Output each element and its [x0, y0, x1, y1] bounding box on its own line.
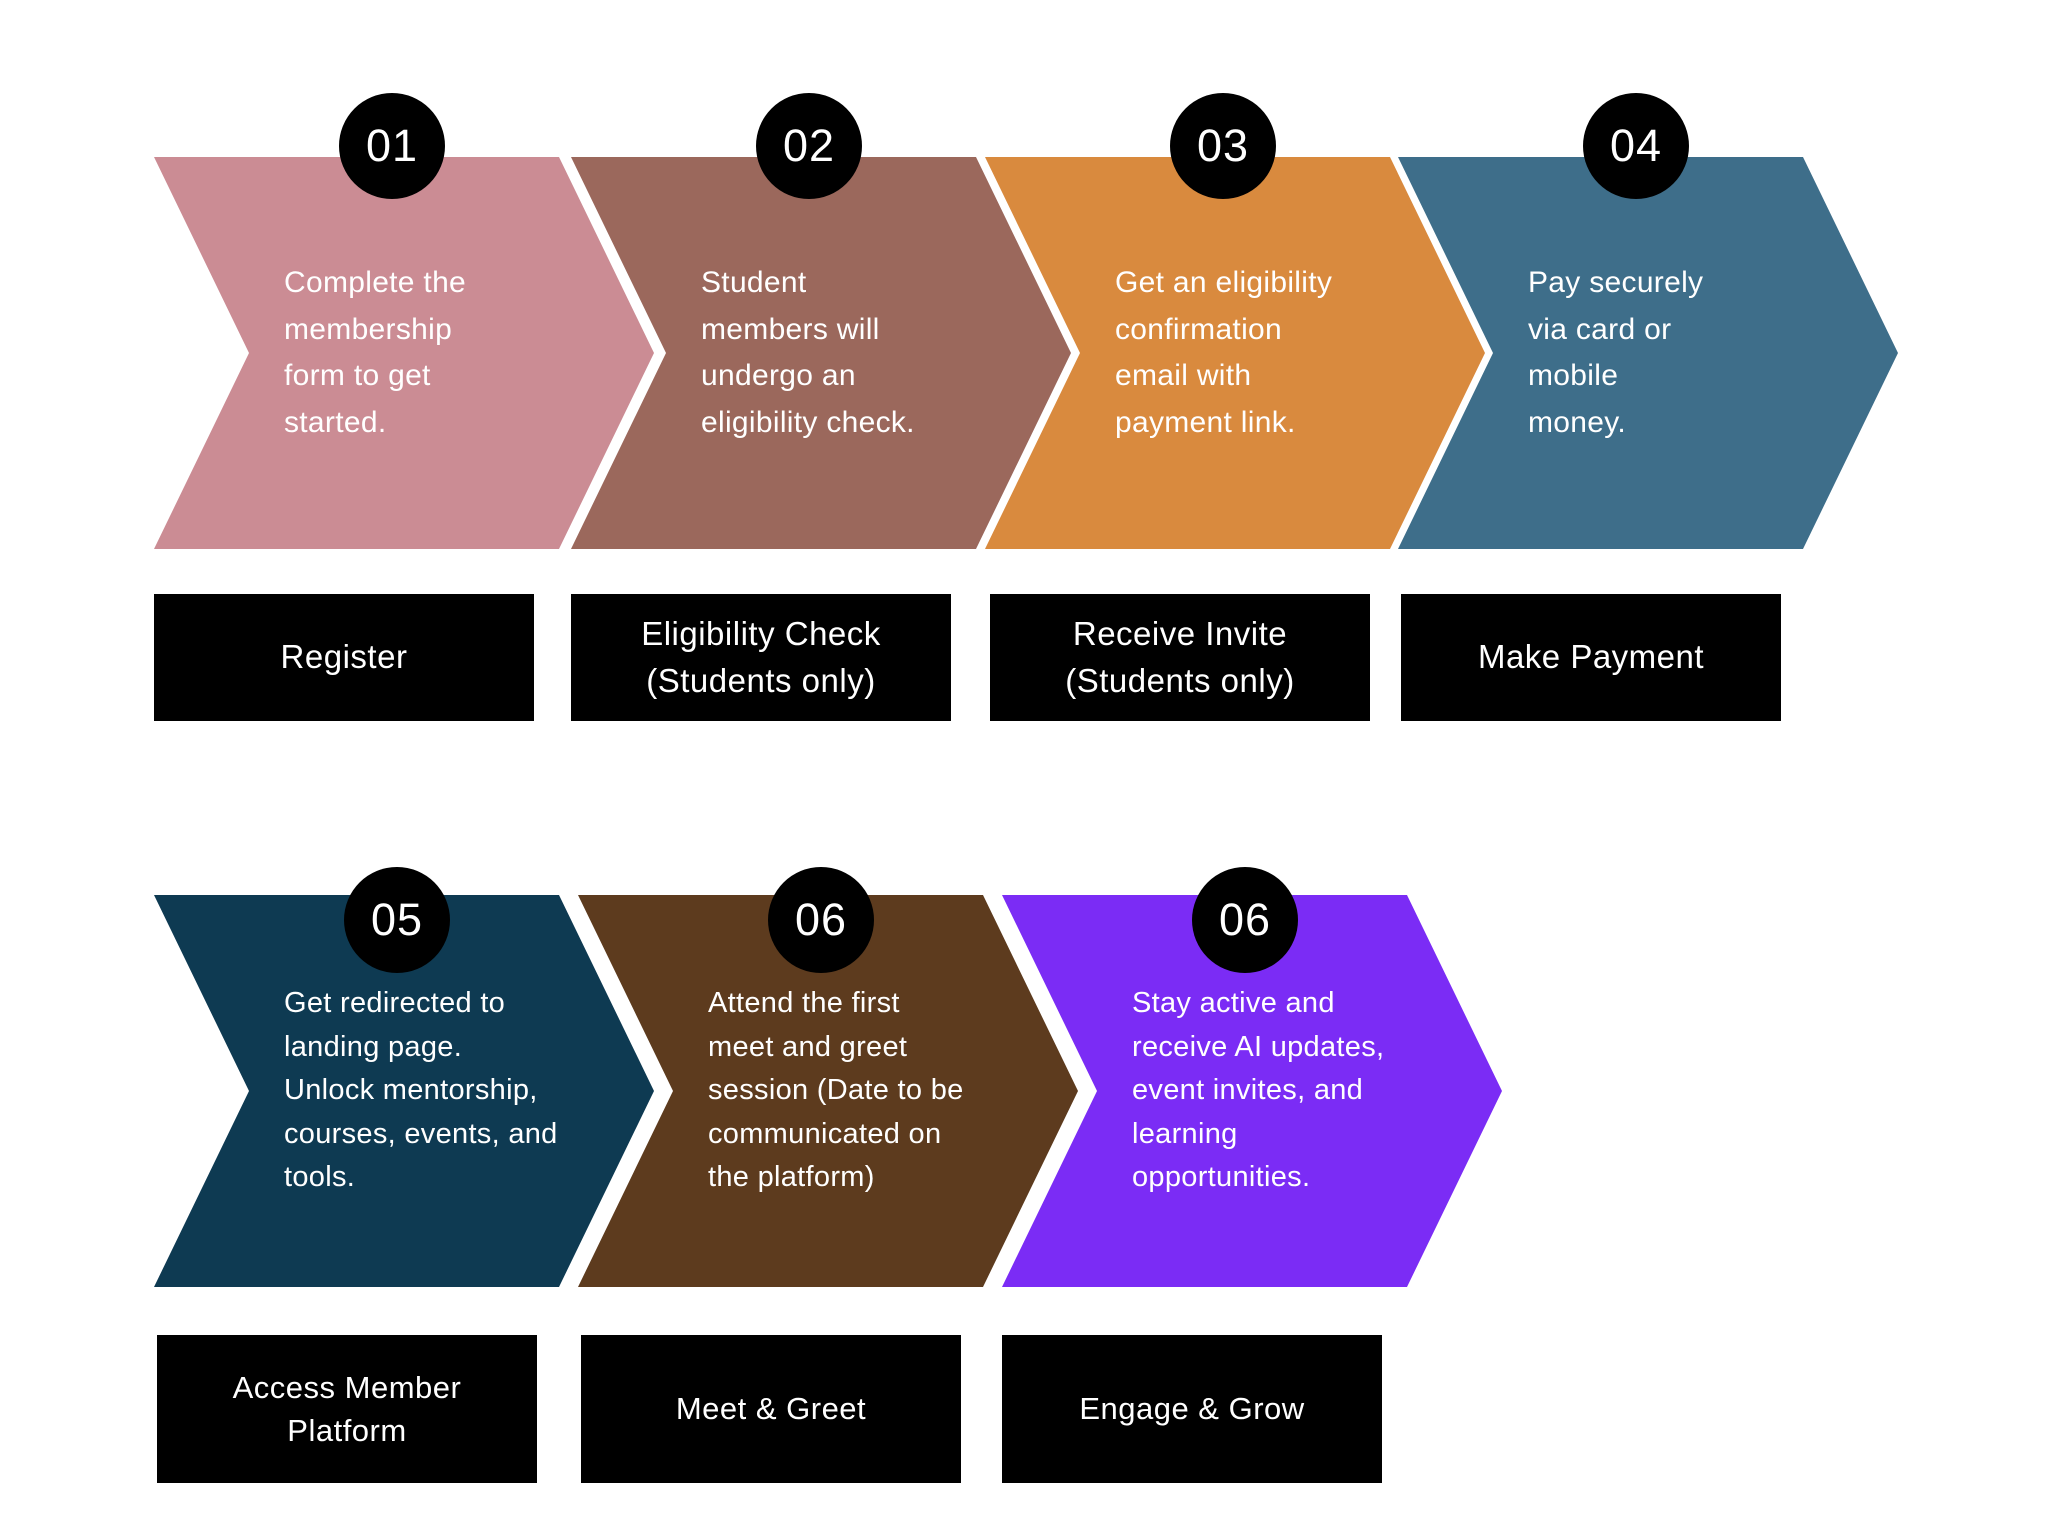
step-07-description: Stay active and receive AI updates, even… — [1132, 987, 1385, 1194]
step-04-arrow: Pay securely via card or mobile money. — [1398, 157, 1898, 549]
step-06-description: Attend the first meet and greet session … — [708, 987, 964, 1194]
step-03-description: Get an eligibility confirmation email wi… — [1115, 266, 1333, 439]
step-06-arrow: Attend the first meet and greet session … — [578, 895, 1078, 1287]
step-03-number-badge: 03 — [1170, 93, 1276, 199]
step-05-access-platform: Get redirected to landing page. Unlock m… — [154, 867, 654, 1287]
label-engage-and-grow-text: Engage & Grow — [1079, 1391, 1305, 1427]
step-06-meet-and-greet: Attend the first meet and greet session … — [578, 867, 1078, 1287]
step-07-engage-and-grow: Stay active and receive AI updates, even… — [1002, 867, 1502, 1287]
label-register: Register — [154, 594, 534, 721]
step-04-make-payment: Pay securely via card or mobile money. 0… — [1398, 93, 1898, 549]
step-04-number-badge: 04 — [1583, 93, 1689, 199]
label-access-member-platform-text: Access Member Platform — [232, 1369, 462, 1448]
step-02-number-badge: 02 — [756, 93, 862, 199]
label-receive-invite-text: Receive Invite (Students only) — [1065, 615, 1295, 699]
label-engage-and-grow: Engage & Grow — [1002, 1335, 1382, 1483]
step-03-receive-invite: Get an eligibility confirmation email wi… — [985, 93, 1485, 549]
step-05-description: Get redirected to landing page. Unlock m… — [284, 987, 558, 1194]
step-05-number-badge: 05 — [344, 867, 450, 973]
step-01-number-badge: 01 — [339, 93, 445, 199]
label-make-payment-text: Make Payment — [1477, 638, 1705, 676]
step-06-number-badge: 06 — [768, 867, 874, 973]
label-receive-invite: Receive Invite (Students only) — [990, 594, 1370, 721]
step-01-register: Complete the membership form to get star… — [154, 93, 654, 549]
step-01-description: Complete the membership form to get star… — [284, 266, 467, 439]
label-register-text: Register — [280, 638, 408, 676]
label-meet-and-greet-text: Meet & Greet — [675, 1391, 867, 1427]
label-access-member-platform: Access Member Platform — [157, 1335, 537, 1483]
step-01-arrow: Complete the membership form to get star… — [154, 157, 654, 549]
step-02-description: Student members will undergo an eligibil… — [701, 266, 915, 439]
label-eligibility-check-text: Eligibility Check (Students only) — [641, 615, 881, 699]
step-07-number-badge: 06 — [1192, 867, 1298, 973]
label-eligibility-check: Eligibility Check (Students only) — [571, 594, 951, 721]
label-meet-and-greet: Meet & Greet — [581, 1335, 961, 1483]
step-04-description: Pay securely via card or mobile money. — [1528, 266, 1704, 439]
label-make-payment: Make Payment — [1401, 594, 1781, 721]
step-02-eligibility-check: Student members will undergo an eligibil… — [571, 93, 1071, 549]
